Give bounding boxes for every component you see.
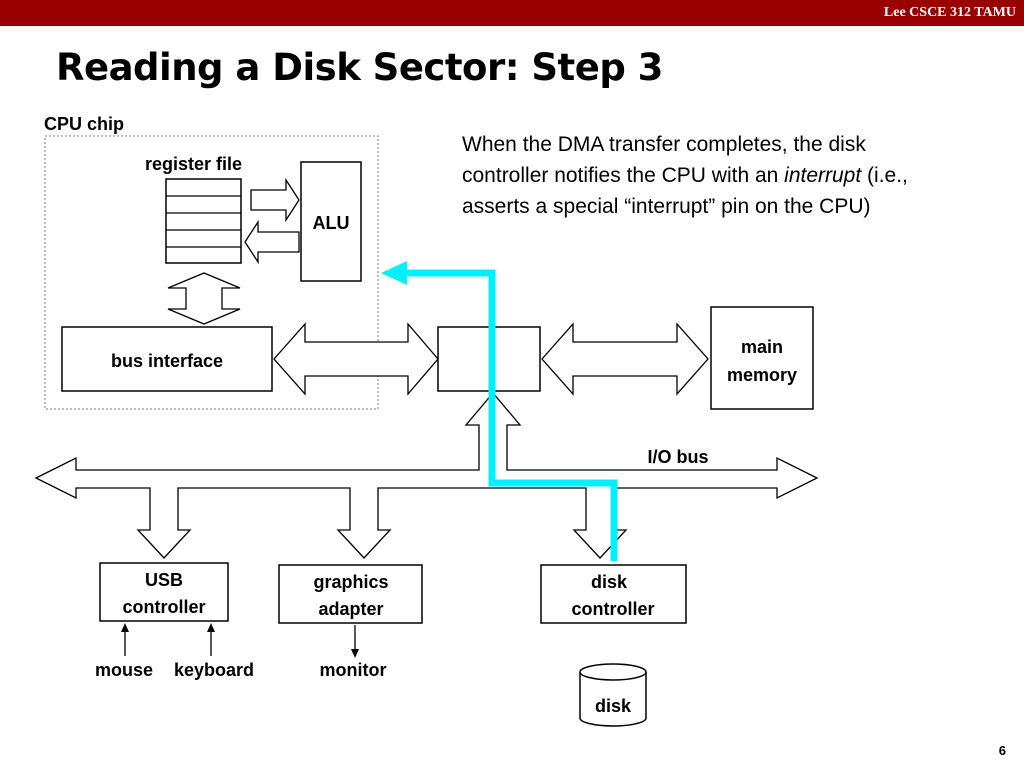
main-memory-label-line2: memory bbox=[727, 365, 797, 385]
disk-controller-box bbox=[540, 564, 687, 624]
course-label: Lee CSCE 312 TAMU bbox=[883, 5, 1016, 20]
bus-interface-box bbox=[61, 326, 273, 392]
register-bus-interface-arrow bbox=[167, 272, 241, 325]
cpu-chip-label: CPU chip bbox=[44, 114, 124, 134]
graphics-adapter-box bbox=[278, 564, 423, 624]
graphics-adapter-label-line2: adapter bbox=[318, 599, 383, 619]
disk-label: disk bbox=[595, 696, 632, 716]
io-bus-label: I/O bus bbox=[647, 447, 708, 467]
alu-box bbox=[300, 161, 362, 282]
register-file bbox=[165, 178, 242, 264]
mouse-arrowhead bbox=[121, 623, 129, 632]
alu-to-register-arrow bbox=[244, 219, 300, 265]
disk-controller-label-line2: controller bbox=[571, 599, 654, 619]
usb-controller-label-line1: USB bbox=[145, 570, 183, 590]
monitor-arrowhead bbox=[351, 649, 359, 658]
keyboard-label: keyboard bbox=[174, 660, 254, 680]
interrupt-arrowhead bbox=[381, 261, 407, 285]
graphics-adapter-label-line1: graphics bbox=[313, 572, 388, 592]
io-bus bbox=[34, 391, 819, 559]
explanation-text-end: (i.e., asserts a special “interrupt” pin… bbox=[462, 164, 908, 218]
main-memory-label-line1: main bbox=[741, 337, 783, 357]
register-to-alu-arrow bbox=[250, 177, 300, 223]
bus-interface-label: bus interface bbox=[111, 351, 223, 371]
cpu-chip-boundary bbox=[44, 135, 379, 410]
main-memory-box bbox=[710, 306, 814, 410]
disk-icon bbox=[579, 663, 647, 727]
register-file-label: register file bbox=[145, 154, 242, 174]
monitor-label: monitor bbox=[320, 660, 387, 680]
disk-controller-label-line1: disk bbox=[591, 572, 628, 592]
usb-controller-label-line2: controller bbox=[122, 597, 205, 617]
explanation-text: When the DMA transfer completes, the dis… bbox=[462, 129, 952, 222]
system-bus-arrow bbox=[273, 322, 439, 396]
interrupt-term: interrupt bbox=[784, 164, 862, 187]
usb-controller-box bbox=[99, 562, 229, 622]
slide-title: Reading a Disk Sector: Step 3 bbox=[56, 46, 663, 89]
keyboard-arrowhead bbox=[207, 623, 215, 632]
interrupt-signal-path bbox=[405, 269, 618, 561]
page-number: 6 bbox=[998, 743, 1006, 758]
alu-label: ALU bbox=[313, 213, 350, 233]
mouse-label: mouse bbox=[95, 660, 153, 680]
explanation-text-start: When the DMA transfer completes, the dis… bbox=[462, 133, 866, 187]
header-bar: Lee CSCE 312 TAMU bbox=[0, 0, 1024, 26]
memory-bus-arrow bbox=[541, 322, 709, 396]
